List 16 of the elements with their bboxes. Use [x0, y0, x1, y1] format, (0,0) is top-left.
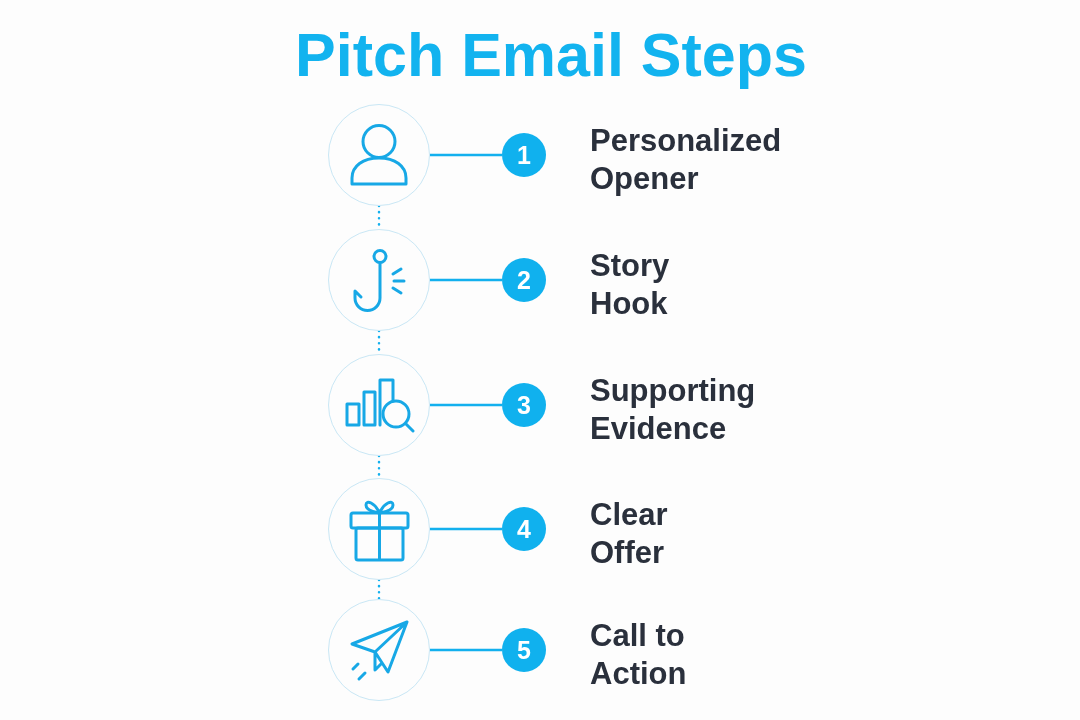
- step-number-badge: 2: [502, 258, 546, 302]
- step-title: Clear Offer: [590, 496, 669, 572]
- connector-line: [430, 278, 502, 282]
- step-number-badge: 4: [502, 507, 546, 551]
- step-title: Story Hook: [590, 247, 671, 323]
- connector-line: [430, 403, 502, 407]
- step-number-badge: 1: [502, 133, 546, 177]
- connector-line: [430, 527, 502, 531]
- connector-line: [430, 153, 502, 157]
- step-title: Supporting Evidence: [590, 372, 757, 448]
- dotted-connector: [377, 578, 381, 601]
- step-number-badge: 5: [502, 628, 546, 672]
- step-title: Call to Action: [590, 617, 688, 693]
- connector-line: [430, 648, 502, 652]
- step-number-badge: 3: [502, 383, 546, 427]
- step-title: Personalized Opener: [590, 122, 783, 198]
